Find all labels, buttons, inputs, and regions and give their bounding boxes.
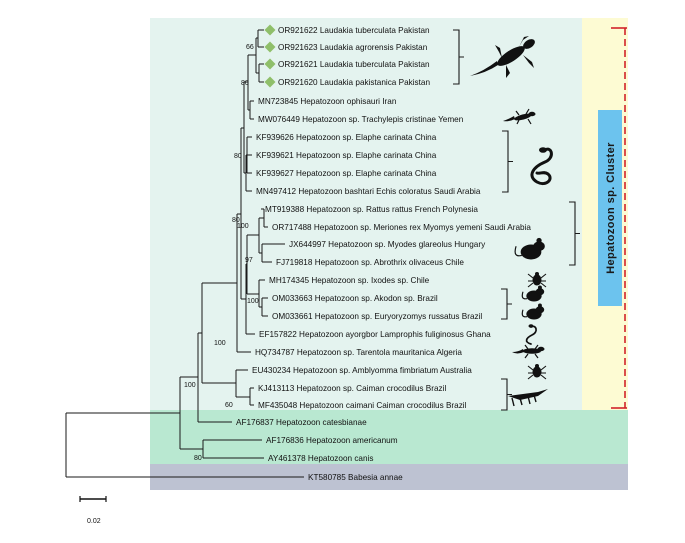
bootstrap-value: 97 [245,257,253,264]
tip-label: MN497412 Hepatozoon bashtari Echis color… [256,187,481,196]
tip-label: OR921621 Laudakia tuberculata Pakistan [278,60,430,69]
tick-icon [527,364,547,380]
host-bracket [453,29,464,85]
host-bracket [502,130,513,193]
bootstrap-value: 80 [234,153,242,160]
tip-label: AF176836 Hepatozoon americanum [266,436,398,445]
tip-markers [264,24,276,88]
tip-label: OR921622 Laudakia tuberculata Pakistan [278,26,430,35]
snake-icon [525,324,537,345]
tip-diamond-icon [264,24,276,36]
small-lizard-icon [503,108,536,125]
scale-bar: 0.02 [79,496,107,525]
tip-label: FJ719818 Hepatozoon sp. Abrothrix olivac… [276,258,464,267]
tip-label: AF176837 Hepatozoon catesbianae [236,418,367,427]
tip-label: MN723845 Hepatozoon ophisauri Iran [258,97,397,106]
bootstrap-value: 80 [241,80,249,87]
tip-label: HQ734787 Hepatozoon sp. Tarentola maurit… [255,348,462,357]
scale-bar-label: 0.02 [87,518,101,525]
tip-label: KF939627 Hepatozoon sp. Elaphe carinata … [256,169,437,178]
host-silhouettes [470,36,553,407]
snake-icon [530,147,553,186]
host-bracket [569,201,580,266]
tip-label: OR921620 Laudakia pakistanica Pakistan [278,78,430,87]
tip-label: AY461378 Hepatozoon canis [268,454,373,463]
tip-label: KJ413113 Hepatozoon sp. Caiman crocodilu… [258,384,446,393]
tick-icon [527,272,547,288]
tip-label: EF157822 Hepatozoon ayorgbor Lamprophis … [259,330,491,339]
lizard-icon [470,36,535,78]
bootstrap-value: 60 [225,402,233,409]
tip-label: JX644997 Hepatozoon sp. Myodes glareolus… [289,240,486,249]
bootstrap-value: 100 [214,340,226,347]
tip-diamond-icon [264,76,276,88]
rodent-icon [521,285,545,302]
tip-diamond-icon [264,41,276,53]
tip-label: EU430234 Hepatozoon sp. Amblyomma fimbri… [252,366,472,375]
bootstrap-value: 80 [232,217,240,224]
bootstrap-value: 100 [237,223,249,230]
tree-branches [65,29,304,478]
bootstrap-value: 100 [247,298,259,305]
tip-labels: OR921622 Laudakia tuberculata PakistanOR… [236,26,531,482]
tip-label: KT580785 Babesia annae [308,473,403,482]
tip-label: MW076449 Hepatozoon sp. Trachylepis cris… [258,115,464,124]
gecko-icon [512,344,545,359]
host-bracket [501,378,512,411]
cluster-label: Hepatozoon sp. Cluster [605,142,617,274]
bootstrap-value: 80 [194,455,202,462]
host-bracket [501,288,512,320]
tip-label: MT919388 Hepatozoon sp. Rattus rattus Fr… [265,205,478,214]
rodent-icon [514,237,545,260]
tip-label: MF435048 Hepatozoon caimani Caiman croco… [258,401,467,410]
tip-label: MH174345 Hepatozoon sp. Ixodes sp. Chile [269,276,430,285]
tip-label: OM033663 Hepatozoon sp. Akodon sp. Brazi… [272,294,438,303]
cluster-background [150,18,582,410]
tip-label: KF939626 Hepatozoon sp. Elaphe carinata … [256,133,437,142]
tip-label: OR717488 Hepatozoon sp. Meriones rex Myo… [272,223,531,232]
bootstrap-value: 66 [246,44,254,51]
tip-diamond-icon [264,58,276,70]
tip-label: KF939621 Hepatozoon sp. Elaphe carinata … [256,151,437,160]
tip-label: OM033661 Hepatozoon sp. Euryoryzomys rus… [272,312,482,321]
outgroup-background [150,410,628,464]
bootstrap-value: 100 [184,382,196,389]
cluster-label-box [598,110,622,306]
crocodile-icon [508,389,548,407]
tip-label: OR921623 Laudakia agrorensis Pakistan [278,43,428,52]
host-brackets [453,29,580,411]
rodent-icon [521,303,545,320]
